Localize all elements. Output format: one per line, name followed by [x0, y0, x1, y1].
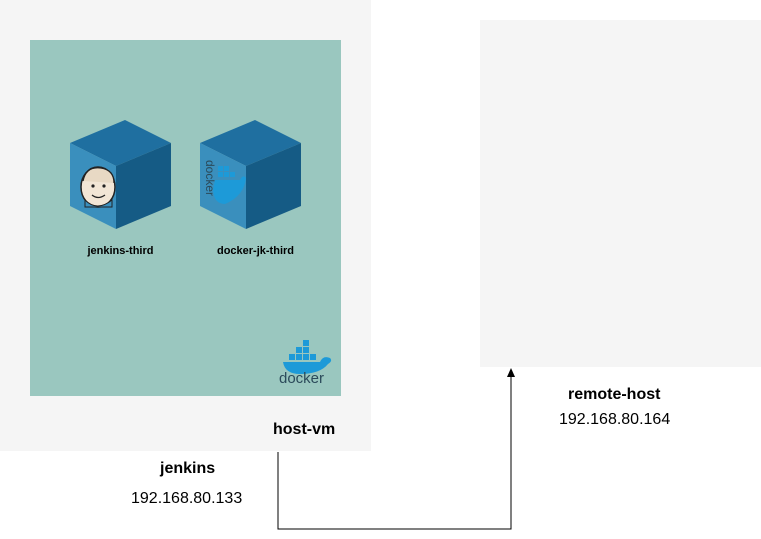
docker-whale-icon: docker: [203, 160, 246, 204]
docker-logo-text: docker: [279, 370, 325, 387]
container-cube-docker[interactable]: docker: [200, 120, 301, 229]
host-vm-label: host-vm: [273, 421, 336, 438]
container-label-docker: docker-jk-third: [216, 245, 294, 257]
jenkins-ip: 192.168.80.133: [131, 490, 243, 507]
arrowhead-icon: [507, 368, 515, 377]
docker-cube-text: docker: [203, 160, 217, 196]
remote-host-box: [480, 20, 761, 367]
docker-engine-area: [30, 40, 341, 396]
docker-logo-icon: [283, 340, 332, 374]
container-label-jenkins: jenkins-third: [87, 245, 154, 257]
remote-host-ip: 192.168.80.164: [559, 411, 671, 428]
jenkins-icon: [80, 166, 116, 208]
connection-arrow: [277, 368, 515, 530]
jenkins-label: jenkins: [160, 460, 216, 477]
container-cube-jenkins[interactable]: [70, 120, 171, 229]
remote-host-label: remote-host: [568, 386, 661, 403]
